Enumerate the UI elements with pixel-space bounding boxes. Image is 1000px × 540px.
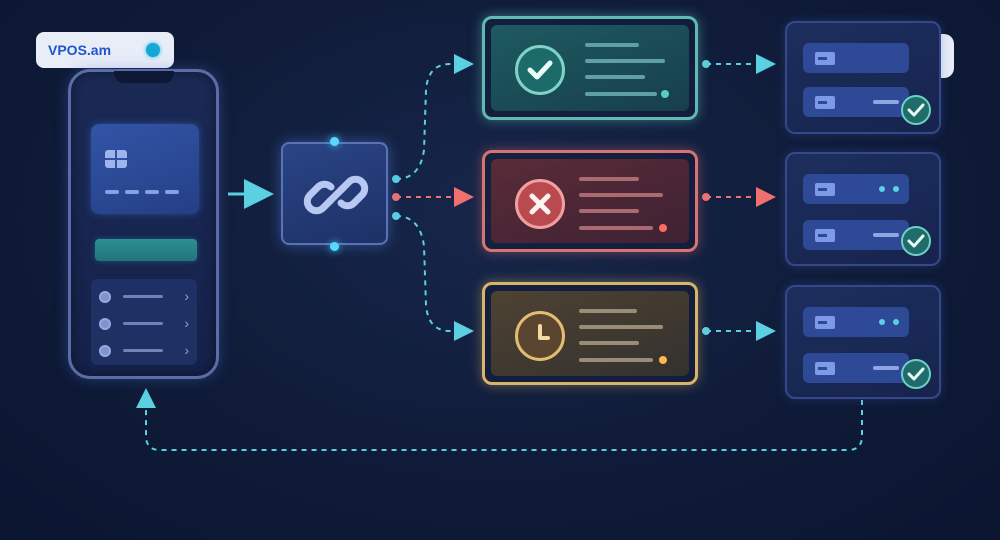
smartphone-icon: › › › [68,69,219,379]
server-icon [815,362,835,375]
server-icon [815,96,835,109]
server-icon [815,229,835,242]
x-icon [515,179,565,229]
server-row [803,43,909,73]
chevron-right-icon: › [184,288,189,304]
clock-icon [515,311,565,361]
server-icon [815,316,835,329]
server-icon [815,52,835,65]
checkmark-icon [515,45,565,95]
pay-button [95,239,197,261]
server-panel-failed [785,152,941,266]
server-row [803,174,909,204]
connector-node [702,60,710,68]
success-status-card [482,16,698,120]
chevron-right-icon: › [184,342,189,358]
connector-node [392,175,400,183]
server-row [803,220,909,250]
server-panel-pending [785,285,941,399]
status-indicator-dot [659,224,667,232]
card-chip-icon [105,150,127,168]
list-item: › [99,315,191,331]
radio-icon [99,291,111,303]
radio-icon [99,318,111,330]
status-dots-icon [879,186,899,192]
card-number-placeholder [105,190,179,194]
server-icon [815,183,835,196]
connector-node [392,212,400,220]
brand-name: VPOS.am [48,42,112,58]
list-item: › [99,288,191,304]
list-item: › [99,342,191,358]
chain-link-icon [303,175,369,215]
chevron-right-icon: › [184,315,189,331]
server-row [803,87,909,117]
failed-status-card [482,150,698,252]
checkmark-icon [901,226,931,256]
connector-node [702,193,710,201]
payment-options-list: › › › [91,279,197,365]
checkmark-icon [901,359,931,389]
status-indicator-dot [659,356,667,364]
hub-node-bottom [330,242,339,251]
connector-node [702,327,710,335]
return-to-phone-connector [136,388,863,451]
hub-to-success-connector [395,54,474,180]
connector-node [392,193,400,201]
payment-link-hub [281,142,388,245]
hub-to-pending-connector [395,215,474,341]
phone-notch [114,71,174,83]
checkmark-icon [901,95,931,125]
status-indicator-dot [661,90,669,98]
status-dots-icon [879,319,899,325]
credit-card-icon [91,124,199,214]
brand-badge: VPOS.am [36,32,174,68]
radio-icon [99,345,111,357]
server-panel-success [785,21,941,134]
status-dot-icon [146,43,160,57]
pending-status-card [482,282,698,385]
server-row [803,307,909,337]
server-row [803,353,909,383]
hub-node-top [330,137,339,146]
